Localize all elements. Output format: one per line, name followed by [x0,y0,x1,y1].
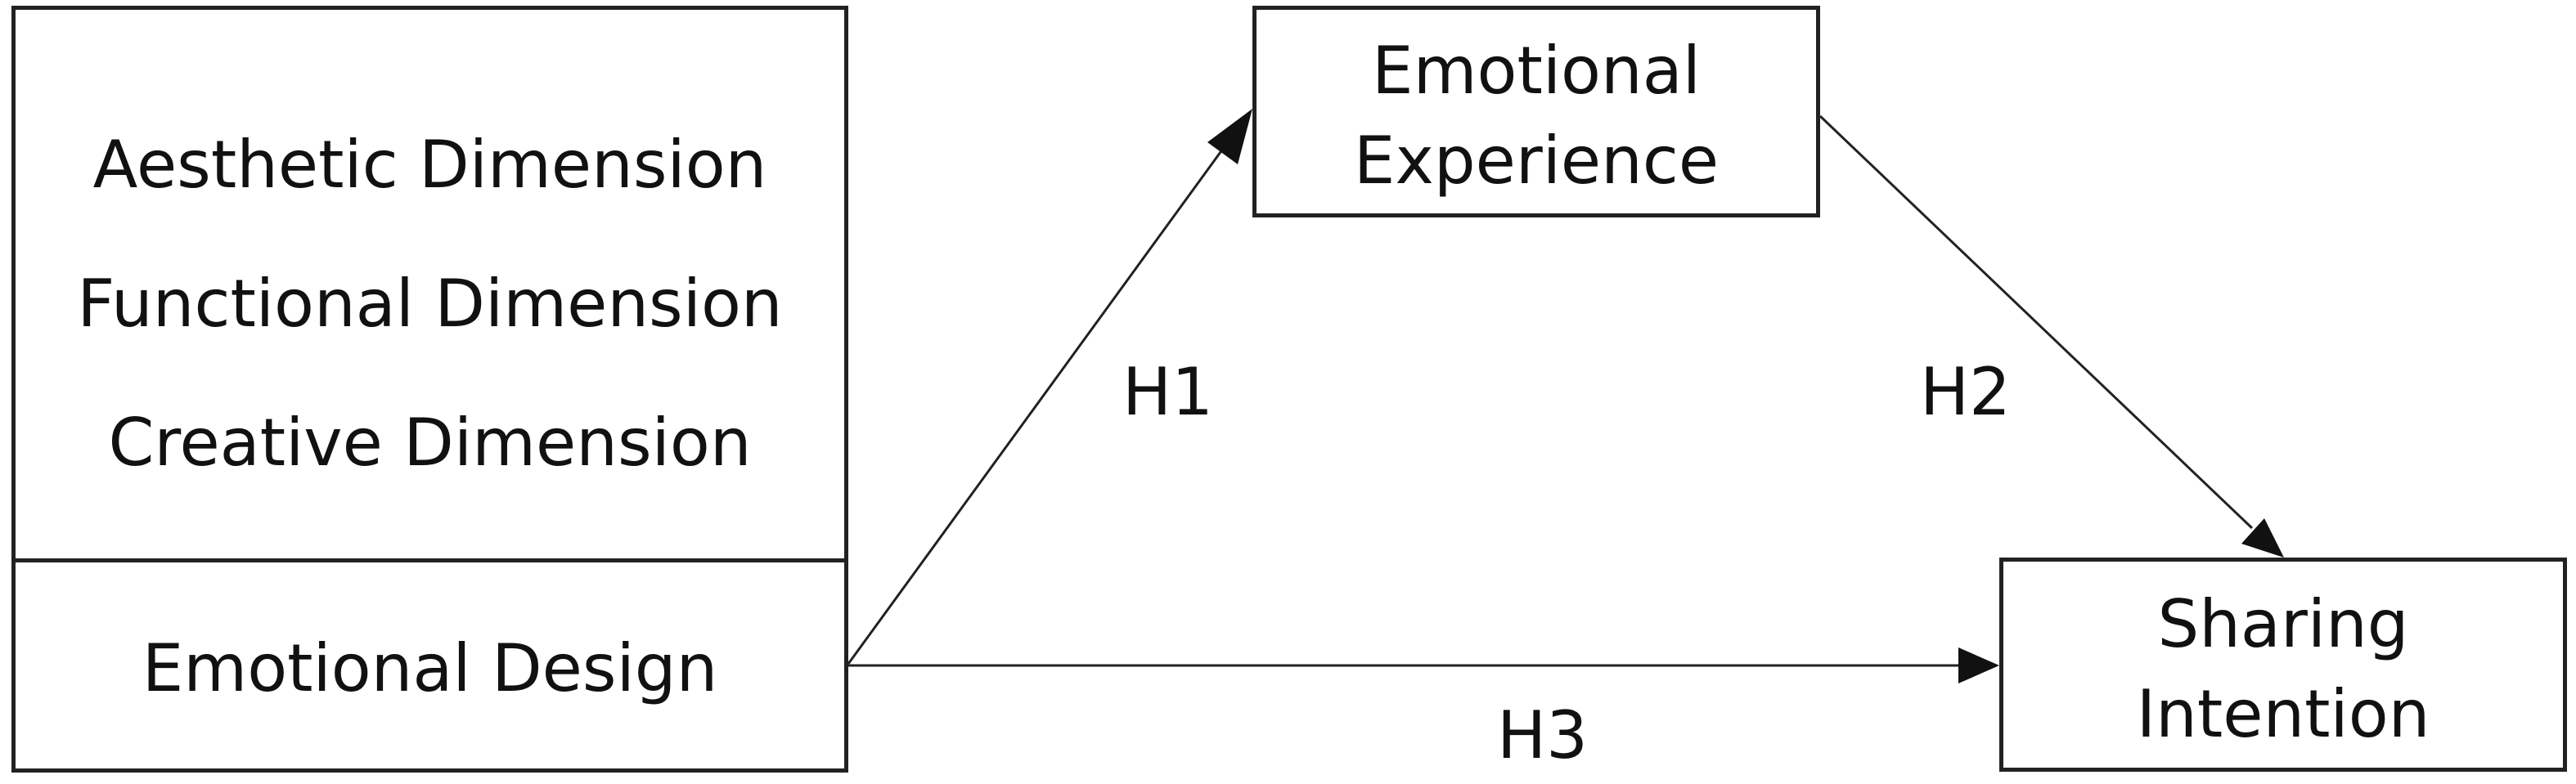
functional-dimension-text: Functional Dimension [77,266,783,342]
emotional-design-text: Emotional Design [142,630,718,706]
creative-dimension-text: Creative Dimension [108,405,752,481]
sharing-intention-line-1: Sharing [2157,586,2409,662]
emotional-experience-box: Emotional Experience [1252,6,1820,217]
sharing-intention-line-2: Intention [2136,676,2430,752]
aesthetic-dimension-text: Aesthetic Dimension [92,127,767,203]
hypothesis-h1-label: H1 [1122,354,1214,430]
emotional-experience-line-2: Experience [1353,123,1720,199]
sharing-intention-box: Sharing Intention [1999,558,2567,772]
arrow-h2-head [2241,518,2284,558]
dimensions-box: Aesthetic Dimension Functional Dimension… [11,6,848,567]
arrow-h2-line [1818,114,2254,530]
arrow-h1-line [847,142,1229,665]
arrow-h3-head [1958,647,1999,683]
arrow-h1-head [1207,109,1252,164]
emotional-experience-line-1: Emotional [1372,33,1701,109]
emotional-design-box: Emotional Design [11,558,848,773]
hypothesis-h2-label: H2 [1920,354,2012,430]
hypothesis-h3-label: H3 [1497,697,1589,773]
